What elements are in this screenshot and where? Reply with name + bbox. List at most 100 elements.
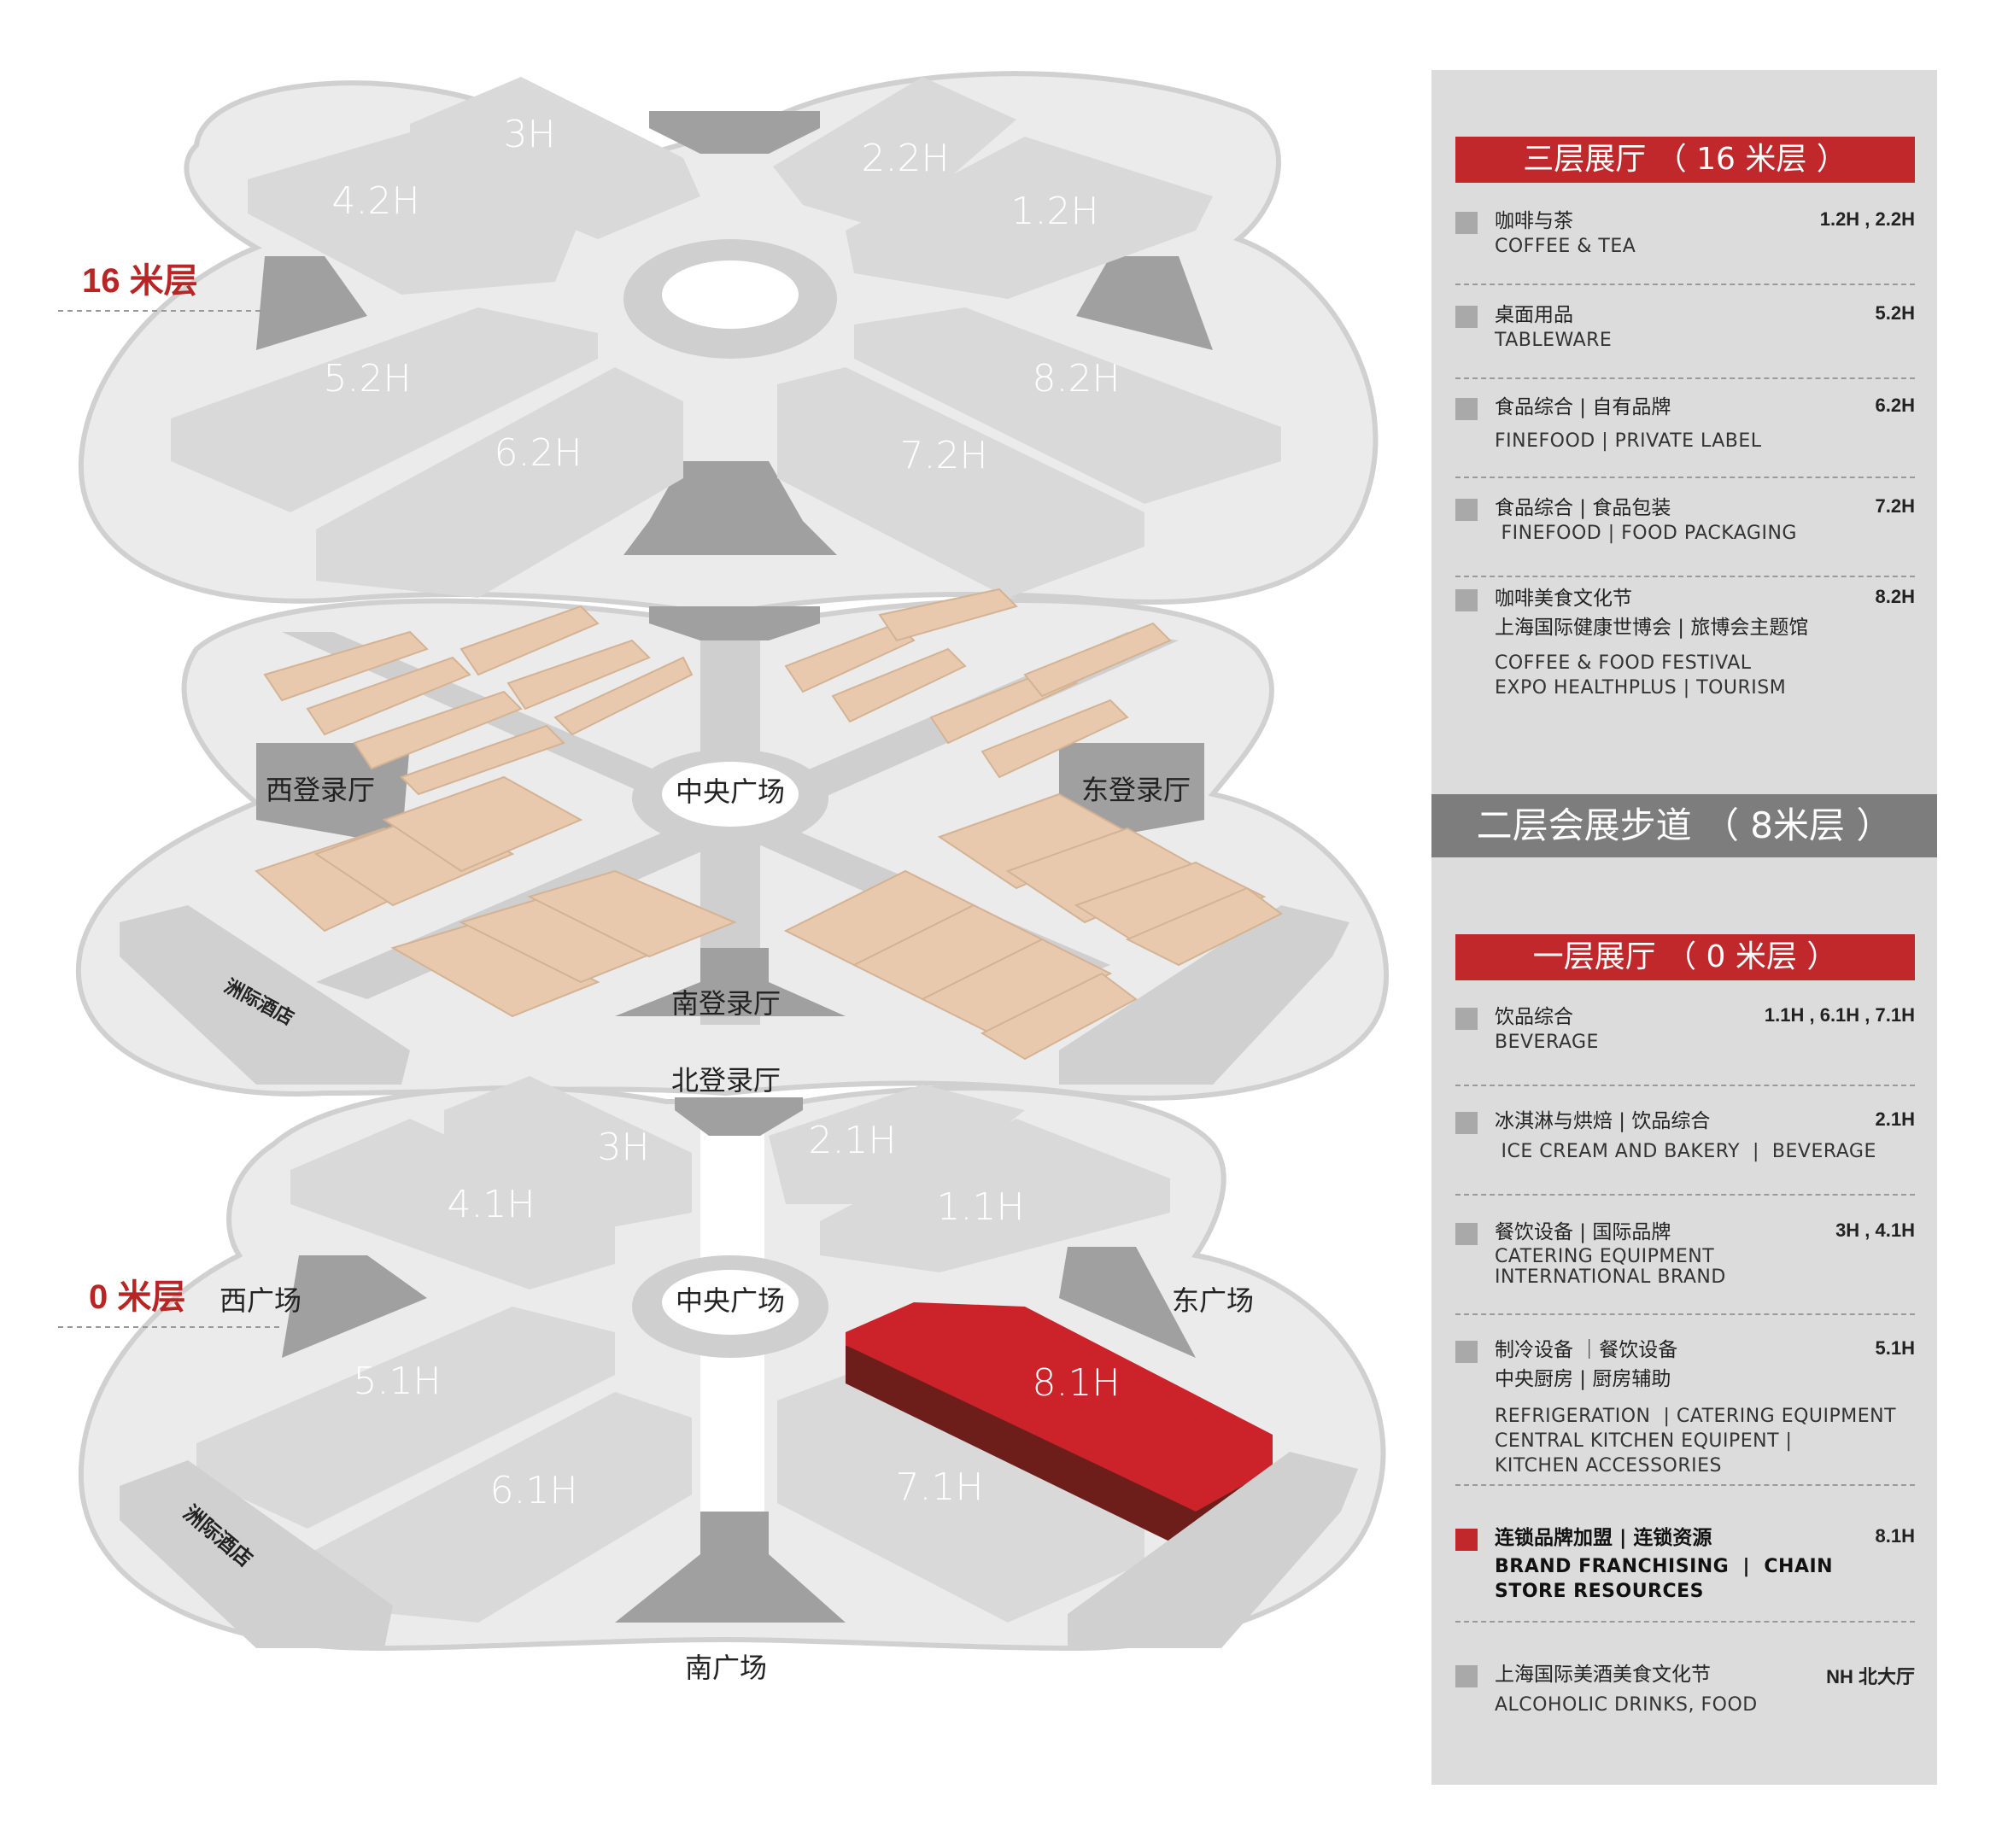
booth-se8 <box>1125 886 1283 967</box>
mid-hotel-block <box>120 905 410 1085</box>
bottom-hall-3h-shape <box>444 1076 692 1230</box>
top-connector-south <box>623 461 837 555</box>
booth-w7 <box>553 656 694 736</box>
legend-entry-zh: 连锁品牌加盟 | 连锁资源 <box>1495 1527 1712 1549</box>
legend-entry-en: TABLEWARE <box>1495 330 1613 351</box>
legend-swatch <box>1455 499 1478 521</box>
legend-entry-zh: 制冷设备 ｜餐饮设备 <box>1495 1339 1678 1361</box>
legend-entry-finefood-packaging: 食品综合 | 食品包装 FINEFOOD | FOOD PACKAGING 7.… <box>1455 492 1915 577</box>
top-hall-2.2h-shape <box>773 77 1016 231</box>
legend-swatch <box>1455 398 1478 420</box>
legend-swatch <box>1455 212 1478 234</box>
booth-sw3 <box>382 775 583 873</box>
bottom-hall-4.1h: 4.1H <box>447 1183 535 1226</box>
bottom-connector-north <box>675 1097 803 1136</box>
level-8m: 中央广场 西登录厅 东登录厅 南登录厅 洲际酒店 <box>75 588 1390 1101</box>
booth-w6 <box>506 639 651 711</box>
legend-entry-en: ALCOHOLIC DRINKS, FOOD <box>1495 1694 1758 1716</box>
booth-w5 <box>460 605 600 676</box>
bottom-connector-east <box>1059 1247 1196 1358</box>
legend-swatch <box>1455 589 1478 611</box>
bottom-west-plaza: 西广场 <box>220 1284 301 1317</box>
legend-entry-hall: 1.2H , 2.2H <box>1819 208 1915 230</box>
mid-west-hall: 西登录厅 <box>266 774 375 806</box>
booth-se4 <box>980 972 1138 1061</box>
bottom-hall-8.1h-shape[interactable] <box>846 1302 1273 1512</box>
legend-swatch <box>1455 1008 1478 1030</box>
top-connector-east <box>1076 256 1213 350</box>
legend-entry-hall: NH 北大厅 <box>1826 1666 1915 1687</box>
top-hall-1.2h: 1.2H <box>1010 190 1098 233</box>
bottom-hotel-block <box>120 1460 393 1648</box>
booth-e1 <box>784 622 916 693</box>
mid-east-hall: 东登录厅 <box>1081 774 1191 806</box>
legend-panel: 三层展厅 （ 16 米层 ） 咖啡与茶 COFFEE & TEA 1.2H , … <box>1431 70 1937 1785</box>
legend-entry-hall: 2.1H <box>1875 1108 1915 1130</box>
legend-entry-hall: 8.2H <box>1875 586 1915 607</box>
legend-entry-en: BEVERAGE <box>1495 1032 1599 1053</box>
top-hall-3h: 3H <box>503 113 555 156</box>
bottom-hall-6.1h-shape <box>307 1392 692 1623</box>
legend-entry-zh: 咖啡美食文化节 <box>1495 588 1632 610</box>
bottom-hall-2.1h-shape <box>769 1085 1025 1204</box>
legend-swatch-highlight <box>1455 1529 1478 1551</box>
bottom-ring-hole <box>662 1270 799 1335</box>
legend-entry-zh2: 上海国际健康世博会 | 旅博会主题馆 <box>1495 617 1809 639</box>
bottom-hall-6.1h: 6.1H <box>489 1469 577 1512</box>
bottom-connector-south <box>615 1512 846 1623</box>
legend-entry-tableware: 桌面用品 TABLEWARE 5.2H <box>1455 299 1915 379</box>
booth-e2 <box>831 647 967 723</box>
legend-entry-refrigeration: 制冷设备 ｜餐饮设备 中央厨房 | 厨房辅助 REFRIGERATION | C… <box>1455 1334 1915 1486</box>
legend-entry-en: FINEFOOD | FOOD PACKAGING <box>1495 523 1797 544</box>
top-hall-7.2h-shape <box>777 367 1144 598</box>
legend-entry-en: FINEFOOD | PRIVATE LABEL <box>1495 430 1762 452</box>
legend-entry-catering: 餐饮设备 | 国际品牌 CATERING EQUIPMENT INTERNATI… <box>1455 1216 1915 1315</box>
booth-w4 <box>400 724 565 796</box>
legend-entry-icecream-bakery: 冰淇淋与烘焙 | 饮品综合 ICE CREAM AND BAKERY | BEV… <box>1455 1105 1915 1196</box>
bottom-hall-7.1h-shape <box>777 1375 1144 1623</box>
legend-entry-en: REFRIGERATION | CATERING EQUIPMENT CENTR… <box>1495 1406 1897 1477</box>
legend-entry-hall: 5.1H <box>1875 1337 1915 1359</box>
bottom-hall-2.1h: 2.1H <box>808 1119 896 1162</box>
legend-entry-alcoholic: 上海国际美酒美食文化节 ALCOHOLIC DRINKS, FOOD NH 北大… <box>1455 1658 1915 1727</box>
bottom-east-block <box>1068 1452 1358 1648</box>
legend-entry-beverage: 饮品综合 BEVERAGE 1.1H , 6.1H , 7.1H <box>1455 1001 1915 1086</box>
mid-booths <box>255 588 1283 1061</box>
mid-east-block <box>1059 905 1349 1085</box>
legend-entry-zh: 咖啡与茶 <box>1495 210 1573 232</box>
top-hall-2.2h: 2.2H <box>861 137 949 180</box>
booth-e6 <box>1023 622 1172 698</box>
legend-section-8m: 二层会展步道 （ 8米层 ） <box>1431 794 1937 857</box>
bottom-north-hall: 北登录厅 <box>671 1064 781 1097</box>
booth-sw4 <box>390 921 600 1018</box>
bottom-hall-1.1h: 1.1H <box>936 1185 1024 1229</box>
legend-entry-hall: 8.1H <box>1875 1525 1915 1547</box>
legend-entry-coffee-tea: 咖啡与茶 COFFEE & TEA 1.2H , 2.2H <box>1455 205 1915 285</box>
legend-entry-zh: 桌面用品 <box>1495 304 1573 326</box>
booth-w3 <box>353 690 523 770</box>
legend-entry-en: ICE CREAM AND BAKERY | BEVERAGE <box>1495 1141 1876 1162</box>
legend-swatch <box>1455 306 1478 328</box>
top-connector-north <box>649 111 820 154</box>
bottom-hall-7.1h: 7.1H <box>895 1465 983 1509</box>
legend-entry-zh: 餐饮设备 | 国际品牌 <box>1495 1221 1671 1243</box>
legend-swatch <box>1455 1223 1478 1245</box>
top-hall-7.2h: 7.2H <box>899 434 987 477</box>
legend-entry-hall: 5.2H <box>1875 302 1915 324</box>
mid-center-plaza: 中央广场 <box>676 775 785 808</box>
legend-entry-zh2: 中央厨房 | 厨房辅助 <box>1495 1368 1671 1390</box>
bottom-hall-8.1h-side <box>846 1345 1273 1554</box>
legend-entry-finefood-private: 食品综合 | 自有品牌 FINEFOOD | PRIVATE LABEL 6.2… <box>1455 391 1915 478</box>
legend-entry-en: CATERING EQUIPMENT INTERNATIONAL BRAND <box>1495 1246 1726 1288</box>
booth-e5 <box>981 699 1129 779</box>
bottom-center-plaza: 中央广场 <box>676 1284 785 1317</box>
top-hall-5.2h: 5.2H <box>323 357 411 401</box>
top-ring-hole <box>662 260 799 329</box>
mid-south-hall: 南登录厅 <box>671 987 781 1020</box>
legend-entry-hall: 6.2H <box>1875 395 1915 416</box>
legend-entry-zh: 饮品综合 <box>1495 1006 1573 1028</box>
legend-entry-zh: 上海国际美酒美食文化节 <box>1495 1664 1711 1686</box>
legend-entry-hall: 1.1H , 6.1H , 7.1H <box>1764 1004 1915 1026</box>
top-hall-8.2h-shape <box>854 307 1281 504</box>
legend-entry-en: COFFEE & FOOD FESTIVAL EXPO HEALTHPLUS |… <box>1495 652 1787 699</box>
